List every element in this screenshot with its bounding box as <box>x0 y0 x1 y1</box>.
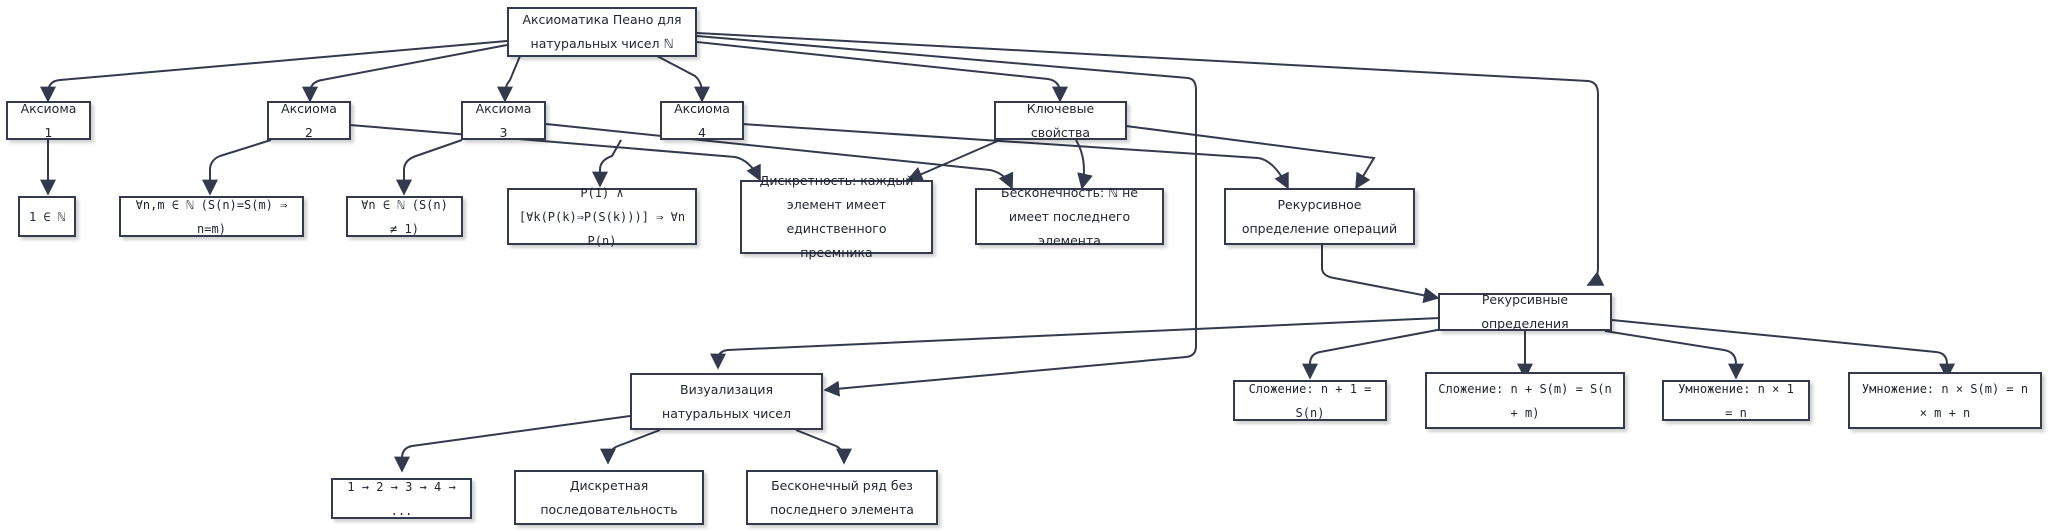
edge-ax4-f4 <box>592 139 622 188</box>
edge-recdefs-add1 <box>1302 327 1449 380</box>
edge-keyprops-recop <box>1125 125 1376 190</box>
node-formula-3: ∀n ∈ ℕ (S(n) ≠ 1) <box>346 196 463 237</box>
edge-recdefs-mul1 <box>1604 330 1744 380</box>
edge-ax3-f3 <box>396 139 463 196</box>
node-infinity: Бесконечность: ℕ не имеет последнего эле… <box>975 185 1164 248</box>
edge-recdefs-visual <box>710 317 1441 370</box>
node-visualization: Визуализация натуральных чисел <box>630 373 823 430</box>
edge-keyprops-discrete <box>906 139 1001 182</box>
edge-ax3-infinite <box>545 123 1014 190</box>
node-formula-2: ∀n,m ∈ ℕ (S(n)=S(m) ⇒ n=m) <box>119 196 304 237</box>
node-infinite-series: Бесконечный ряд без последнего элемента <box>746 470 938 525</box>
edge-visual-seq <box>394 415 631 473</box>
node-discreteness: Дискретность: каждый элемент имеет единс… <box>740 173 933 260</box>
node-key-properties: Ключевые свойства <box>994 101 1127 140</box>
node-axiom-3: Аксиома 3 <box>461 101 546 140</box>
edge-ax2-f2 <box>202 139 272 196</box>
edge-root-keyprops <box>696 41 1068 103</box>
edge-recdefs-mul2 <box>1611 319 1955 380</box>
node-axiom-2: Аксиома 2 <box>267 101 351 140</box>
node-recursive-definitions: Рекурсивные определения <box>1438 292 1612 331</box>
node-formula-1: 1 ∈ ℕ <box>18 196 76 237</box>
node-discrete-sequence: Дискретная последовательность <box>514 470 704 525</box>
edge-root-ax4 <box>656 55 710 103</box>
node-add-base: Сложение: n + 1 = S(n) <box>1233 380 1387 421</box>
edge-ax4-recop <box>741 123 1289 190</box>
node-sequence: 1 → 2 → 3 → 4 → ... <box>331 478 472 519</box>
node-mul-base: Умножение: n × 1 = n <box>1662 380 1810 421</box>
node-add-step: Сложение: n + S(m) = S(n + m) <box>1425 372 1625 429</box>
node-root: Аксиоматика Пеано для натуральных чисел … <box>507 7 697 57</box>
node-axiom-4: Аксиома 4 <box>660 101 744 140</box>
node-axiom-1: Аксиома 1 <box>6 101 91 140</box>
edge-root-visual <box>696 35 1197 397</box>
edge-root-ax3 <box>497 55 521 103</box>
edge-ax2-discrete <box>349 124 761 182</box>
node-mul-step: Умножение: n × S(m) = n × m + n <box>1848 372 2042 429</box>
edge-visual-iseq <box>795 429 852 465</box>
edge-keyprops-infinite <box>1075 139 1093 190</box>
edge-root-ax2 <box>302 44 508 103</box>
edge-root-recdefs <box>696 32 1605 286</box>
edge-recop-recdefs <box>1321 244 1440 304</box>
edge-visual-dseq <box>600 429 661 465</box>
edge-root-ax1 <box>40 40 508 103</box>
node-recursive-operations: Рекурсивное определение операций <box>1224 188 1415 245</box>
node-formula-4: P(1) ∧ [∀k(P(k)⇒P(S(k)))] ⇒ ∀n P(n) <box>507 186 697 248</box>
